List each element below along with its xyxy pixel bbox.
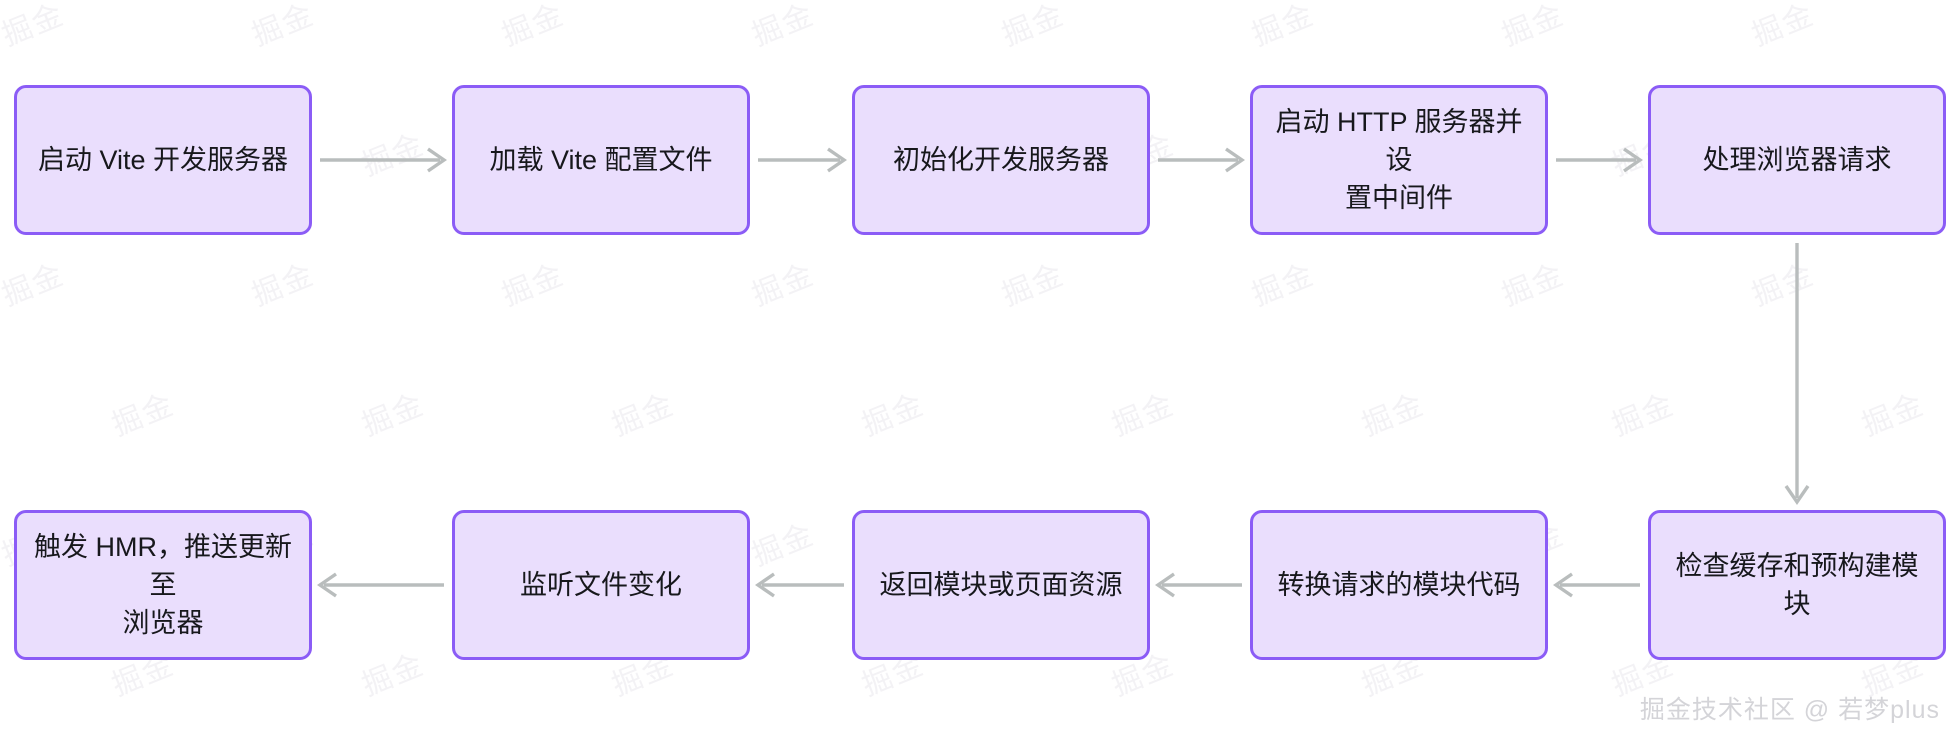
flow-node-label: 返回模块或页面资源 bbox=[879, 569, 1123, 600]
arrow-n3-to-n4 bbox=[1158, 147, 1246, 173]
flow-node-n4[interactable]: 启动 HTTP 服务器并设 置中间件 bbox=[1250, 85, 1548, 235]
flow-node-n3[interactable]: 初始化开发服务器 bbox=[852, 85, 1150, 235]
flow-node-n7[interactable]: 转换请求的模块代码 bbox=[1250, 510, 1548, 660]
flow-node-n6[interactable]: 检查缓存和预构建模块 bbox=[1648, 510, 1946, 660]
arrow-n9-to-n10 bbox=[316, 572, 444, 598]
arrow-n7-to-n8 bbox=[1154, 572, 1242, 598]
flow-node-label: 处理浏览器请求 bbox=[1702, 144, 1892, 175]
arrow-n6-to-n7 bbox=[1552, 572, 1640, 598]
flow-node-label: 加载 Vite 配置文件 bbox=[489, 144, 713, 175]
flow-node-n5[interactable]: 处理浏览器请求 bbox=[1648, 85, 1946, 235]
arrow-n2-to-n3 bbox=[758, 147, 848, 173]
flow-node-n1[interactable]: 启动 Vite 开发服务器 bbox=[14, 85, 312, 235]
flow-node-n8[interactable]: 返回模块或页面资源 bbox=[852, 510, 1150, 660]
flow-node-label: 监听文件变化 bbox=[520, 569, 682, 600]
credit-watermark: 掘金技术社区 @ 若梦plus bbox=[1639, 696, 1940, 724]
arrow-n1-to-n2 bbox=[320, 147, 448, 173]
arrow-n5-to-n6 bbox=[1784, 243, 1810, 506]
flow-node-label: 初始化开发服务器 bbox=[893, 144, 1109, 175]
arrow-n8-to-n9 bbox=[754, 572, 844, 598]
flow-node-n2[interactable]: 加载 Vite 配置文件 bbox=[452, 85, 750, 235]
flow-node-label: 启动 Vite 开发服务器 bbox=[37, 144, 289, 175]
flow-node-label: 启动 HTTP 服务器并设 置中间件 bbox=[1275, 106, 1523, 214]
arrow-n4-to-n5 bbox=[1556, 147, 1644, 173]
flow-node-n9[interactable]: 监听文件变化 bbox=[452, 510, 750, 660]
flow-node-label: 转换请求的模块代码 bbox=[1277, 569, 1521, 600]
flow-node-label: 检查缓存和预构建模块 bbox=[1675, 550, 1919, 619]
flow-node-n10[interactable]: 触发 HMR，推送更新至 浏览器 bbox=[14, 510, 312, 660]
flow-node-label: 触发 HMR，推送更新至 浏览器 bbox=[34, 531, 292, 639]
